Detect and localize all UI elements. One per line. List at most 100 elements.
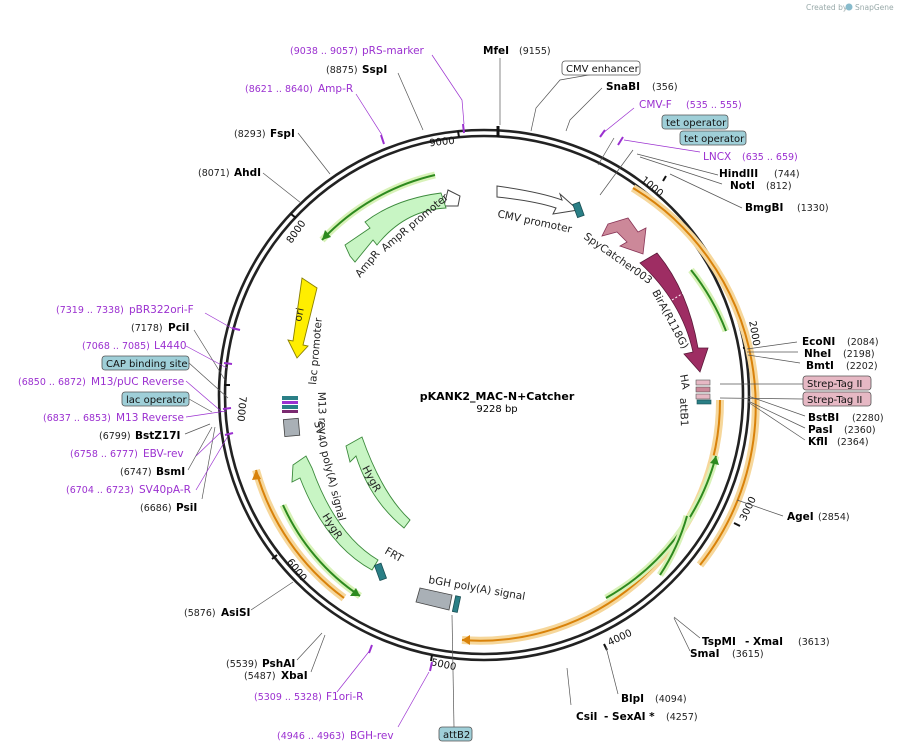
orf-green-1: [690, 269, 727, 332]
svg-text:(7319 .. 7338): (7319 .. 7338): [56, 305, 124, 316]
svg-text:BstBI: BstBI: [808, 412, 839, 424]
lac-operator-stack: [282, 396, 298, 413]
frt-block: [373, 562, 388, 582]
svg-text:NotI: NotI: [730, 180, 755, 192]
site-bmgbi: BmgBI(1330): [745, 202, 829, 214]
primer-m13-puc-reverse: (6850 .. 6872)M13/pUC Reverse: [18, 376, 184, 388]
svg-text:(8293): (8293): [234, 129, 266, 140]
primer-lncx: LNCX(635 .. 659): [703, 151, 798, 163]
orf-arc-glow-bottom: [461, 399, 725, 645]
orf-arrowhead-left: [252, 470, 261, 480]
svg-text:tet operator: tet operator: [684, 134, 745, 145]
label-frt: FRT: [383, 545, 406, 565]
svg-text:(2084): (2084): [847, 337, 879, 348]
site-asisi: (5876)AsiSI: [184, 607, 250, 619]
svg-text:XbaI: XbaI: [281, 670, 308, 682]
tick-4000: 4000: [603, 628, 634, 651]
svg-text:(5876): (5876): [184, 608, 216, 619]
svg-text:PshAI: PshAI: [262, 658, 295, 670]
site-econi: EcoNI (2084): [802, 336, 879, 348]
svg-text:(4946 .. 4963): (4946 .. 4963): [277, 731, 345, 742]
spycatcher-arrow: [601, 217, 647, 255]
orf-green-glow-3: [657, 515, 691, 577]
site-tspmi-xmai: TspMI - XmaI (3613): [702, 636, 830, 648]
svg-text:(3613): (3613): [798, 637, 830, 648]
svg-text:M13/pUC Reverse: M13/pUC Reverse: [91, 376, 184, 388]
svg-text:EcoNI: EcoNI: [802, 336, 835, 348]
svg-text:(5309 .. 5328): (5309 .. 5328): [254, 692, 322, 703]
box-cmv-enhancer: CMV enhancer: [561, 60, 641, 76]
orf-arc-bottom: [461, 399, 722, 642]
strep-tag-block-1: [695, 379, 711, 386]
primer-sv40pa-r: (6704 .. 6723)SV40pA-R: [66, 484, 191, 496]
label-ha: HA: [677, 373, 692, 391]
svg-text:(2364): (2364): [837, 437, 869, 448]
bira-dash: [671, 291, 686, 301]
site-bsmi: (6747)BsmI: [120, 466, 185, 478]
svg-text:EBV-rev: EBV-rev: [143, 448, 184, 460]
svg-text:BlpI: BlpI: [621, 693, 644, 705]
svg-text:(6686): (6686): [140, 503, 172, 514]
attb2-block: [451, 595, 462, 613]
box-cap-binding-site: CAP binding site: [101, 355, 190, 371]
svg-text:(2854): (2854): [818, 512, 850, 523]
label-lac-promoter: lac promoter: [307, 317, 325, 386]
site-agei: AgeI (2854): [787, 511, 850, 523]
credit-brand: SnapGene: [855, 3, 894, 12]
svg-text:4000: 4000: [606, 628, 634, 649]
svg-text:(4257): (4257): [666, 712, 698, 723]
svg-text:BGH-rev: BGH-rev: [350, 730, 394, 742]
orf-green-amp: [321, 174, 436, 241]
site-pasi: PasI(2360): [808, 424, 876, 436]
svg-text:- SexAI *: - SexAI *: [604, 711, 655, 723]
orf-arrowhead-bottom: [462, 635, 470, 645]
tick-8000: 8000: [285, 213, 309, 246]
site-noti: NotI (812): [730, 180, 792, 192]
svg-text:pRS-marker: pRS-marker: [362, 45, 425, 57]
orf-green-arrowhead-amp: [322, 230, 331, 240]
svg-text:SmaI: SmaI: [690, 648, 720, 660]
svg-text:HindIII: HindIII: [719, 168, 758, 180]
tick-5000: 5000: [430, 654, 457, 673]
box-lac-operator: lac operator: [121, 391, 190, 407]
svg-text:8000: 8000: [285, 219, 309, 246]
svg-text:SnaBI: SnaBI: [606, 81, 640, 93]
svg-text:TspMI: TspMI: [702, 636, 736, 648]
svg-text:(535 .. 555): (535 .. 555): [686, 100, 742, 111]
svg-text:BsmI: BsmI: [156, 466, 185, 478]
svg-text:F1ori-R: F1ori-R: [326, 691, 363, 703]
svg-text:AgeI: AgeI: [787, 511, 814, 523]
primer-f1ori-r: (5309 .. 5328) F1ori-R: [254, 691, 363, 703]
svg-text:(6758 .. 6777): (6758 .. 6777): [70, 449, 138, 460]
primer-pbr322ori-f: (7319 .. 7338) pBR322ori-F: [56, 304, 194, 316]
orf-green-glow-2: [604, 455, 720, 602]
site-mfei: MfeI(9155): [483, 45, 551, 57]
svg-text:(356): (356): [652, 82, 678, 93]
svg-text:pBR322ori-F: pBR322ori-F: [129, 304, 194, 316]
site-bstz17i: (6799)BstZ17I: [99, 430, 180, 442]
ori-arrow: [287, 277, 318, 359]
plasmid-length: 9228 bp: [476, 404, 517, 415]
orf-arc-right: [632, 187, 757, 566]
svg-text:(4094): (4094): [655, 694, 687, 705]
svg-text:(9038 .. 9057): (9038 .. 9057): [290, 46, 358, 57]
label-attb1: attB1: [677, 398, 690, 427]
svg-text:PciI: PciI: [168, 322, 189, 334]
orf-green-hyg: [282, 504, 361, 597]
svg-text:BmgBI: BmgBI: [745, 202, 783, 214]
svg-text:M13 Reverse: M13 Reverse: [116, 412, 184, 424]
svg-text:(812): (812): [766, 181, 792, 192]
svg-text:Strep-Tag II: Strep-Tag II: [807, 395, 862, 406]
primer-leader-lines: [185, 54, 701, 728]
site-bmti: BmtI(2202): [806, 360, 878, 372]
svg-text:tet operator: tet operator: [666, 118, 727, 129]
svg-text:(7068 .. 7085): (7068 .. 7085): [82, 341, 150, 352]
svg-text:- XmaI: - XmaI: [745, 636, 783, 648]
ampr-promoter-arrow: [443, 189, 461, 207]
svg-text:SV40pA-R: SV40pA-R: [139, 484, 191, 496]
svg-text:(9155): (9155): [519, 46, 551, 57]
svg-text:(2198): (2198): [843, 349, 875, 360]
svg-text:BstZ17I: BstZ17I: [135, 430, 180, 442]
ampr-arrow: [344, 192, 447, 263]
